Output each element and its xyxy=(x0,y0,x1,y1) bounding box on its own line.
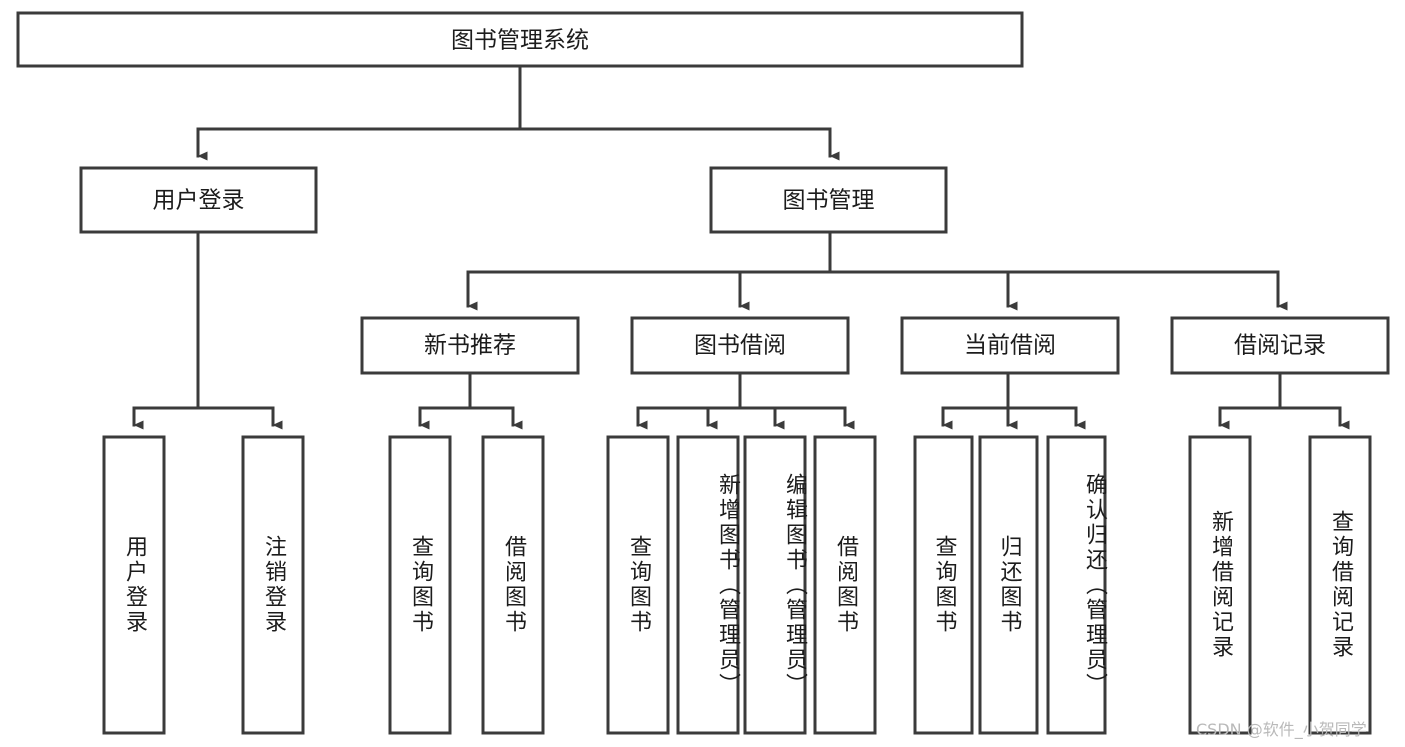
node-box-leaf-add-book-admin[interactable] xyxy=(676,435,740,735)
node-label-borrow-record: 借阅记录 xyxy=(1234,333,1326,359)
node-box-leaf-user-login[interactable] xyxy=(102,435,166,735)
connectors-borrow-record-to-leaves xyxy=(1218,371,1350,430)
csdn-watermark: CSDN @软件_小贺同学 xyxy=(1196,720,1367,739)
node-box-book-borrow[interactable] xyxy=(630,316,850,375)
node-box-leaf-borrow-book-2[interactable] xyxy=(813,435,877,735)
node-box-leaf-query-book-1[interactable] xyxy=(388,435,452,735)
node-box-user-login[interactable] xyxy=(79,166,318,234)
node-box-leaf-query-book-3[interactable] xyxy=(913,435,974,735)
connectors-user-login-to-leaves xyxy=(132,230,283,430)
node-box-root[interactable] xyxy=(16,11,1024,68)
node-box-current-borrow[interactable] xyxy=(900,316,1120,375)
node-box-leaf-add-borrow-record[interactable] xyxy=(1188,435,1252,735)
node-label-root: 图书管理系统 xyxy=(451,28,589,54)
node-label-user-login: 用户登录 xyxy=(153,188,245,214)
node-boxes: 图书管理系统 用户登录 图书管理 新书推荐 图书借阅 当前借阅 借阅记录 xyxy=(16,11,1390,735)
node-label-new-book-rec: 新书推荐 xyxy=(424,333,516,359)
node-box-borrow-record[interactable] xyxy=(1170,316,1390,375)
connectors-new-book-rec-to-leaves xyxy=(418,371,523,430)
connectors-current-borrow-to-leaves xyxy=(941,371,1086,430)
node-label-book-borrow: 图书借阅 xyxy=(694,333,786,359)
node-label-current-borrow: 当前借阅 xyxy=(964,333,1056,359)
connectors-book-borrow-to-leaves xyxy=(636,371,855,430)
node-box-leaf-edit-book-admin[interactable] xyxy=(743,435,807,735)
node-box-leaf-borrow-book-1[interactable] xyxy=(481,435,545,735)
node-box-leaf-confirm-return-admin[interactable] xyxy=(1046,435,1107,735)
node-box-leaf-query-book-2[interactable] xyxy=(606,435,670,735)
node-box-leaf-return-book[interactable] xyxy=(978,435,1039,735)
node-box-leaf-user-logout[interactable] xyxy=(241,435,305,735)
connectors-book-manage-to-level3 xyxy=(466,230,1288,311)
node-box-new-book-rec[interactable] xyxy=(360,316,580,375)
node-box-leaf-query-borrow-record[interactable] xyxy=(1308,435,1372,735)
node-box-book-manage[interactable] xyxy=(709,166,948,234)
node-label-book-manage: 图书管理 xyxy=(783,188,875,214)
connectors-root-to-level2 xyxy=(196,64,840,161)
